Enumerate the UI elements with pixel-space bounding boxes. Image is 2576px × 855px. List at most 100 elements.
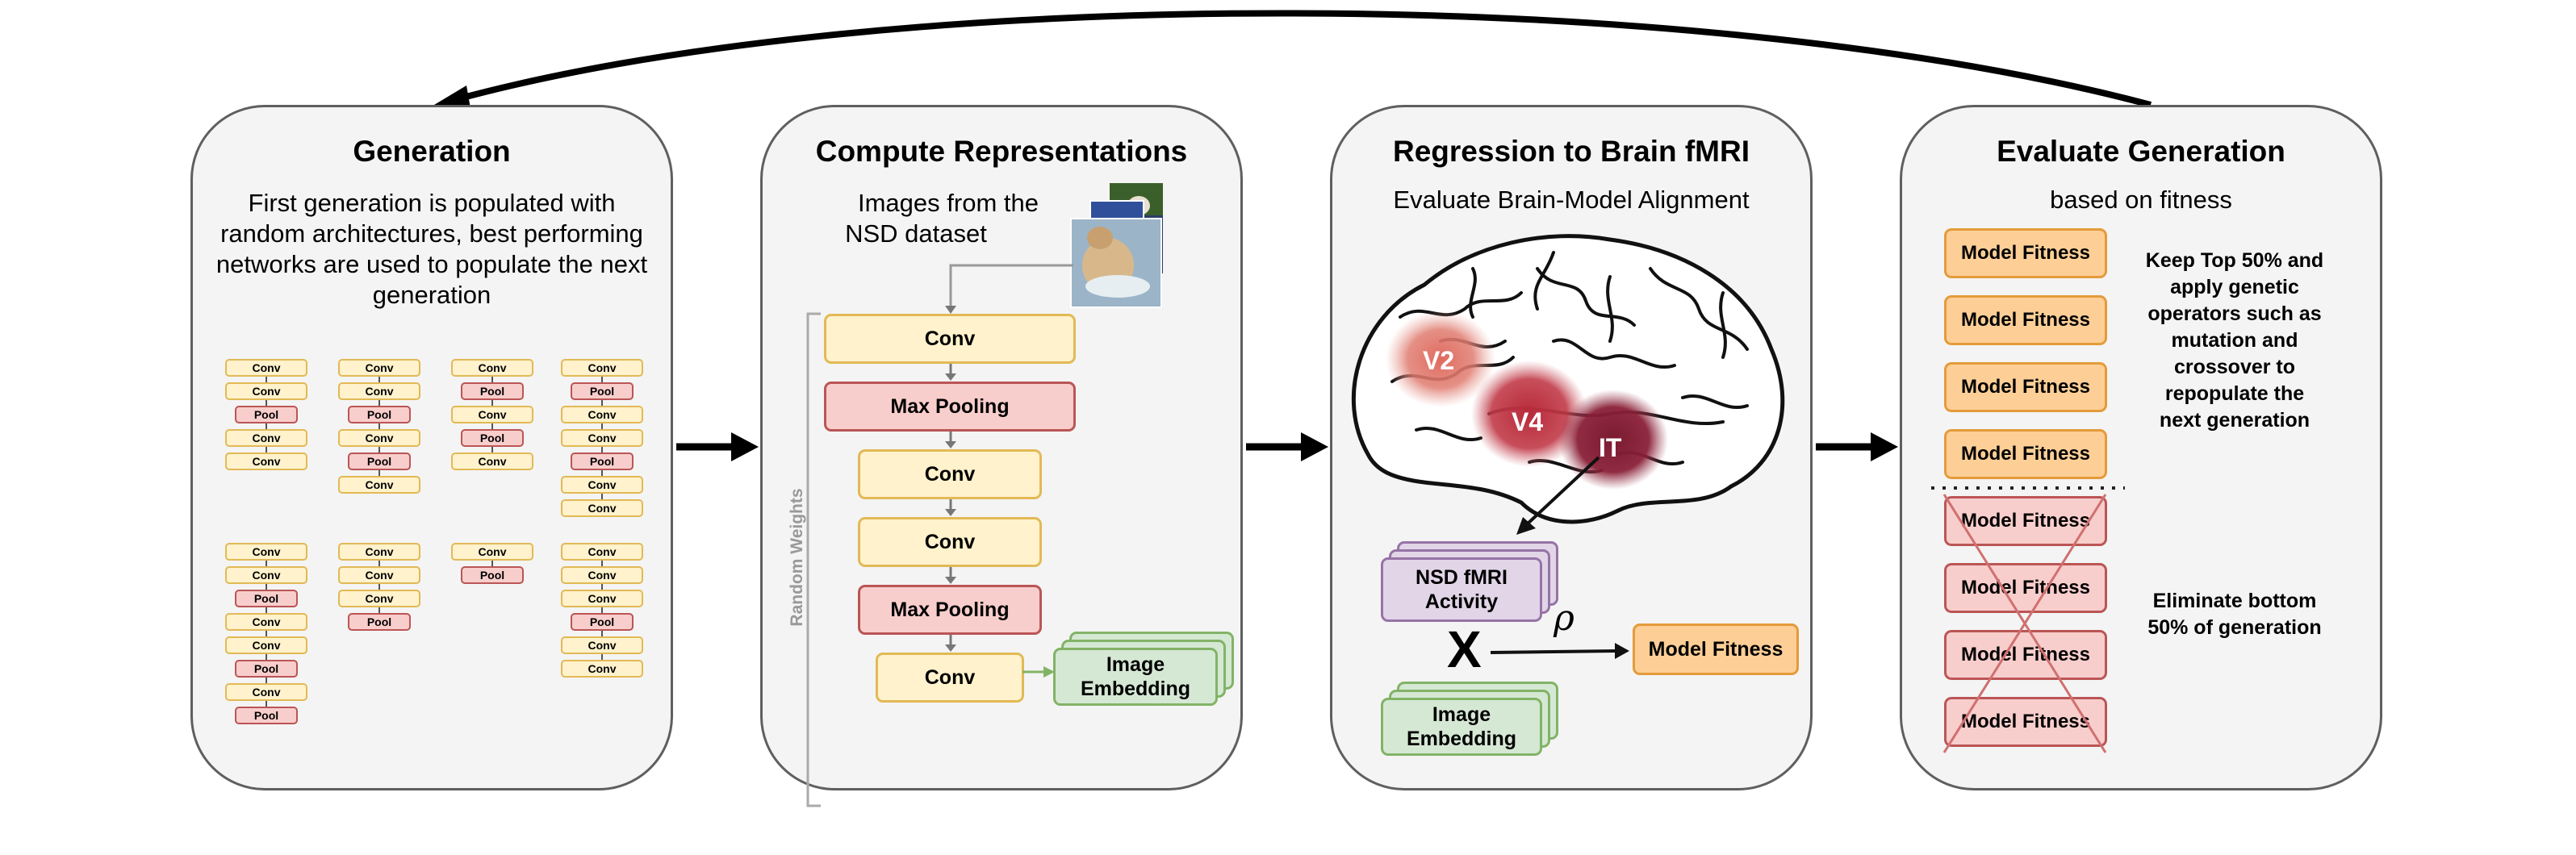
mini-conv-layer: Conv	[561, 476, 643, 494]
mini-conv-layer: Conv	[561, 429, 643, 447]
mini-conv-layer: Conv	[338, 359, 420, 377]
mini-conv-layer: Conv	[225, 359, 307, 377]
mini-layer-link	[601, 470, 603, 476]
mini-layer-link	[266, 607, 267, 613]
embedding-line: Image	[1432, 703, 1491, 726]
mini-layer-link	[378, 607, 380, 613]
mini-pool-layer: Pool	[348, 613, 411, 631]
fmri-line: Activity	[1424, 590, 1499, 613]
mini-conv-layer: Conv	[225, 382, 307, 400]
mini-conv-layer: Conv	[451, 406, 533, 423]
mini-layer-link	[601, 494, 603, 499]
image-embedding: Image Embedding	[1053, 648, 1218, 706]
kept-model-fitness: Model Fitness	[1944, 228, 2107, 278]
mini-conv-layer: Conv	[561, 590, 643, 607]
max-pooling-layer: Max Pooling	[858, 585, 1042, 635]
mini-layer-link	[266, 447, 267, 453]
panel-subtitle: Evaluate Brain-Model Alignment	[1393, 186, 1750, 214]
panel-description-line: random architectures, best performing	[220, 219, 643, 248]
mini-layer-link	[601, 607, 603, 613]
mini-pool-layer: Pool	[571, 453, 634, 470]
mini-conv-layer: Conv	[338, 429, 420, 447]
mini-pool-layer: Pool	[235, 590, 298, 607]
mini-layer-link	[601, 423, 603, 429]
eliminate-text-line: Eliminate bottom	[2152, 590, 2317, 612]
mini-layer-link	[378, 470, 380, 476]
keep-text-line: mutation and	[2171, 329, 2298, 352]
it-to-fmri-arrow	[1516, 456, 1600, 535]
conv-layer: Conv	[858, 449, 1042, 499]
compute-representations-panel: Compute Representations Images from the …	[760, 105, 1243, 807]
keep-text-line: apply genetic	[2170, 276, 2299, 298]
mini-conv-layer: Conv	[338, 382, 420, 400]
mini-conv-layer: Conv	[225, 613, 307, 631]
keep-text-line: Keep Top 50% and	[2145, 249, 2324, 272]
mini-layer-link	[601, 561, 603, 566]
mini-pool-layer: Pool	[461, 566, 524, 584]
feedback-arrow	[458, 10, 2152, 108]
mini-conv-layer: Conv	[451, 453, 533, 470]
mini-pool-layer: Pool	[461, 429, 524, 447]
cut-line	[1931, 486, 2125, 490]
mini-layer-link	[378, 377, 380, 382]
mini-layer-link	[266, 584, 267, 590]
mini-conv-layer: Conv	[225, 566, 307, 584]
regression-panel: Regression to Brain fMRI Evaluate Brain-…	[1330, 105, 1813, 790]
mini-layer-link	[266, 423, 267, 429]
mini-layer-link	[266, 400, 267, 406]
arrowhead-2	[1301, 432, 1328, 461]
mini-pool-layer: Pool	[235, 707, 298, 724]
panel-title: Regression to Brain fMRI	[1393, 135, 1750, 168]
mini-pool-layer: Pool	[235, 660, 298, 678]
mini-layer-link	[266, 701, 267, 707]
mini-layer-link	[378, 584, 380, 590]
evaluate-generation-panel: Evaluate Generation based on fitness Mod…	[1900, 105, 2382, 790]
mini-conv-layer: Conv	[561, 406, 643, 423]
layer-connector	[945, 432, 956, 448]
images-text-line: NSD dataset	[845, 219, 987, 248]
region-label-v2: V2	[1423, 346, 1455, 375]
panel-description-line: generation	[372, 281, 491, 309]
mini-conv-layer: Conv	[561, 566, 643, 584]
keep-text-line: operators such as	[2147, 302, 2322, 325]
region-label-it: IT	[1599, 433, 1622, 462]
mini-layer-link	[491, 377, 493, 382]
layer-connector	[945, 635, 956, 652]
panel-description-line: First generation is populated with	[248, 189, 616, 217]
keep-text-line: next generation	[2159, 409, 2310, 432]
kept-model-fitness: Model Fitness	[1944, 362, 2107, 412]
mini-layer-link	[491, 400, 493, 406]
mini-layer-link	[378, 400, 380, 406]
mini-conv-layer: Conv	[338, 590, 420, 607]
mini-layer-link	[266, 678, 267, 683]
region-label-v4: V4	[1512, 407, 1544, 436]
mini-conv-layer: Conv	[225, 453, 307, 470]
arrowhead-1	[731, 432, 759, 461]
mini-conv-layer: Conv	[561, 543, 643, 561]
random-weights-bracket	[806, 312, 821, 807]
mini-pool-layer: Pool	[235, 406, 298, 423]
mini-layer-link	[378, 447, 380, 453]
mini-layer-link	[601, 400, 603, 406]
eliminated-model-fitness: Model Fitness	[1944, 697, 2107, 747]
model-fitness-result: Model Fitness	[1633, 624, 1799, 675]
embedding-line: Embedding	[1406, 728, 1517, 750]
panel-title: Compute Representations	[815, 135, 1188, 168]
mini-layer-link	[601, 654, 603, 660]
conv-to-embedding-arrow	[1022, 666, 1055, 678]
keep-text-line: repopulate the	[2164, 382, 2305, 405]
mini-conv-layer: Conv	[225, 683, 307, 701]
eliminated-model-fitness: Model Fitness	[1944, 563, 2107, 613]
keep-text-line: crossover to	[2173, 356, 2296, 378]
panel-description-line: networks are used to populate the next	[215, 250, 648, 278]
mini-layer-link	[491, 447, 493, 453]
brain-illustration	[1351, 234, 1785, 524]
embedding-line: Embedding	[1080, 678, 1191, 700]
mini-conv-layer: Conv	[561, 359, 643, 377]
kept-model-fitness: Model Fitness	[1944, 429, 2107, 479]
image-to-layer-connector	[945, 264, 1073, 314]
mini-layer-link	[491, 423, 493, 429]
layer-connector	[945, 364, 956, 381]
mini-conv-layer: Conv	[561, 636, 643, 654]
